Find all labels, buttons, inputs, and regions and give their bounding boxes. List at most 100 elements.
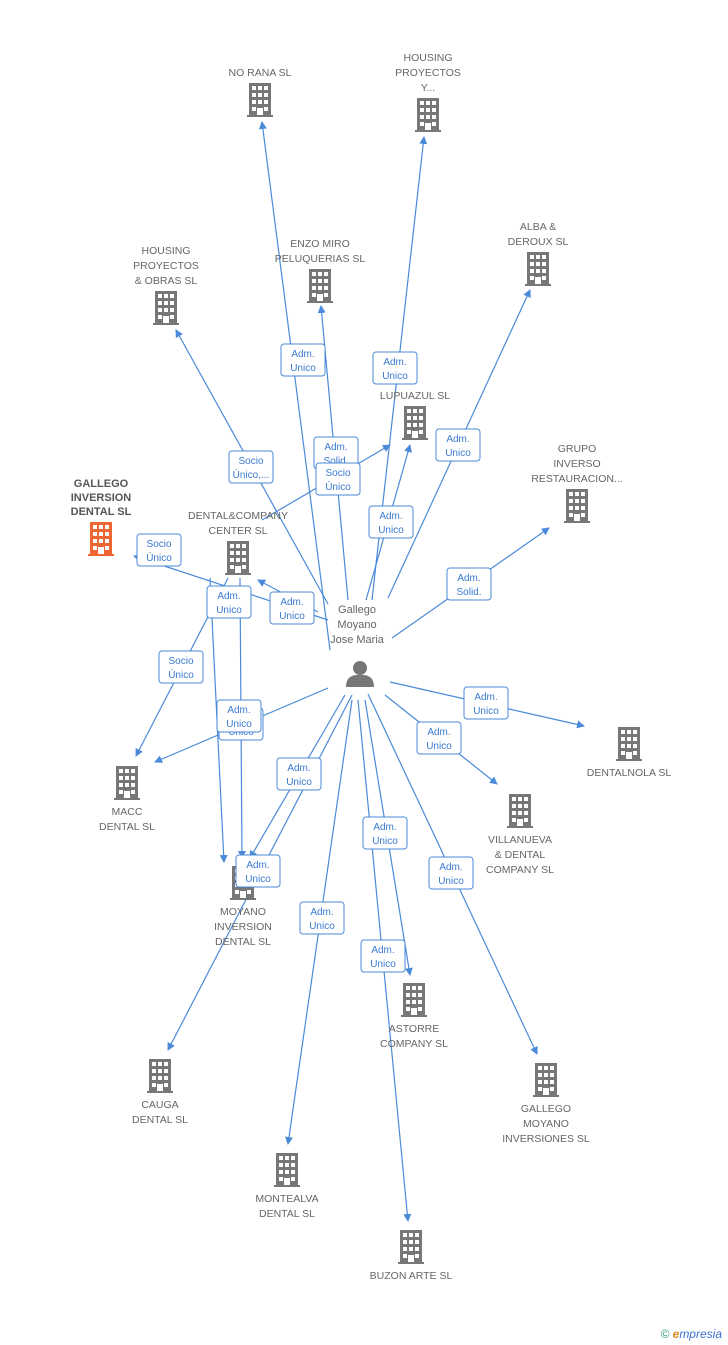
company-node-macc[interactable]: MACC DENTAL SL: [99, 766, 155, 833]
relation-label-e-housing-y[interactable]: Adm.Unico: [372, 351, 418, 385]
building-icon: [507, 794, 533, 828]
relation-label-e-moyano-inv[interactable]: Adm. Unico: [276, 757, 322, 791]
company-label: PELUQUERIAS SL: [275, 253, 366, 265]
company-label: HOUSING: [141, 245, 190, 257]
relation-label-e-alba[interactable]: Adm.Unico: [435, 428, 481, 462]
relation-text: Único: [325, 480, 351, 493]
building-icon: [307, 269, 333, 303]
building-icon: [398, 1230, 424, 1264]
relation-text: Adm.: [439, 862, 462, 873]
relation-label-e-no-rana[interactable]: Adm.Unico: [280, 343, 326, 377]
company-node-lupuazul[interactable]: LUPUAZUL SL: [380, 390, 450, 440]
company-label: HOUSING: [403, 52, 452, 64]
company-node-alba-deroux[interactable]: ALBA &DEROUX SL: [508, 221, 569, 286]
relation-text: Adm.: [457, 573, 480, 584]
company-label: MACC: [112, 806, 143, 818]
company-label: INVERSIONES SL: [502, 1133, 590, 1145]
company-node-no-rana[interactable]: NO RANA SL: [228, 67, 292, 117]
relation-text: Adm.: [474, 692, 497, 703]
relation-label-e-montealva[interactable]: Adm.Unico: [299, 901, 345, 935]
relation-text: Unico: [372, 836, 398, 847]
building-icon: [88, 522, 114, 556]
relation-label-e-dc-cauga[interactable]: Adm. Unico: [216, 699, 262, 733]
company-node-grupo-inverso[interactable]: GRUPOINVERSORESTAURACION...: [531, 443, 623, 523]
relation-text: Solid.: [323, 456, 348, 467]
relation-text: Único,...: [233, 468, 270, 481]
relation-label-e-astorre[interactable]: Adm.Unico: [362, 816, 408, 850]
building-icon: [153, 291, 179, 325]
company-node-housing-proyectos-y[interactable]: HOUSINGPROYECTOSY...: [395, 52, 461, 132]
footer-brand: ©empresia: [661, 1327, 722, 1341]
person-name: Moyano: [337, 619, 376, 631]
relation-text: Unico: [370, 959, 396, 970]
brand-logo: empresia: [672, 1327, 722, 1341]
company-label: MONTEALVA: [255, 1193, 318, 1205]
company-label: INVERSION: [214, 921, 272, 933]
building-icon: [564, 489, 590, 523]
company-node-dentalnola[interactable]: DENTALNOLA SL: [587, 727, 672, 779]
relation-text: Unico: [226, 719, 252, 730]
relation-label-e-lupuazul-adm[interactable]: Adm. Unico: [368, 505, 414, 539]
relation-text: Unico: [245, 874, 271, 885]
company-label: GRUPO: [558, 443, 597, 455]
relation-text: Único: [146, 551, 172, 564]
building-icon: [274, 1153, 300, 1187]
relation-text: Adm.: [291, 349, 314, 360]
relation-label-e-cauga[interactable]: Adm. Unico: [235, 854, 281, 888]
relation-text: Adm.: [246, 860, 269, 871]
building-icon: [401, 983, 427, 1017]
company-label: MOYANO: [523, 1118, 569, 1130]
relation-label-e-villanueva[interactable]: Adm. Unico: [416, 721, 462, 755]
relation-label-e-dental-company[interactable]: Adm.Unico: [269, 591, 315, 625]
relation-text: Adm.: [310, 907, 333, 918]
relation-label-e-housing-obras[interactable]: SocioÚnico,...: [228, 450, 274, 484]
relation-label-e-dc-moyano[interactable]: Adm.Unico: [206, 585, 252, 619]
building-icon: [147, 1059, 173, 1093]
company-label: DENTAL SL: [99, 821, 155, 833]
relation-text: Adm.: [227, 705, 250, 716]
company-label: BUZON ARTE SL: [370, 1270, 453, 1282]
relation-text: Adm.: [427, 727, 450, 738]
company-label: NO RANA SL: [228, 67, 291, 79]
relation-text: Adm.: [287, 763, 310, 774]
company-label: DENTAL SL: [215, 936, 271, 948]
relation-text: Adm.: [446, 434, 469, 445]
relation-text: Unico: [286, 777, 312, 788]
company-label: PROYECTOS: [133, 260, 199, 272]
relation-text: Socio: [168, 656, 193, 667]
company-label: RESTAURACION...: [531, 473, 622, 485]
relation-text: Unico: [426, 741, 452, 752]
relation-label-e-grupo[interactable]: Adm.Solid.: [446, 567, 492, 601]
relation-text: Unico: [378, 525, 404, 536]
company-label: GALLEGO: [521, 1103, 571, 1115]
person-name: Gallego: [338, 604, 376, 616]
company-label: CENTER SL: [209, 525, 268, 537]
relation-text: Unico: [382, 371, 408, 382]
relation-label-e-gallego-moyano[interactable]: Adm.Unico: [428, 856, 474, 890]
company-label: LUPUAZUL SL: [380, 390, 450, 402]
company-label: DENTALNOLA SL: [587, 767, 672, 779]
relation-label-e-buzon[interactable]: Adm.Unico: [360, 939, 406, 973]
company-label: & OBRAS SL: [135, 275, 198, 287]
relation-text: Adm.: [379, 511, 402, 522]
company-node-gallego-moyano-inv[interactable]: GALLEGO MOYANO INVERSIONES SL: [502, 1063, 590, 1145]
company-node-housing-proyectos-obras[interactable]: HOUSING PROYECTOS & OBRAS SL: [133, 245, 199, 325]
company-node-buzon-arte[interactable]: BUZON ARTE SL: [370, 1230, 453, 1282]
relation-label-e-dentalnola[interactable]: Adm.Unico: [463, 686, 509, 720]
company-label: GALLEGO: [74, 478, 129, 490]
company-label: VILLANUEVA: [488, 834, 552, 846]
